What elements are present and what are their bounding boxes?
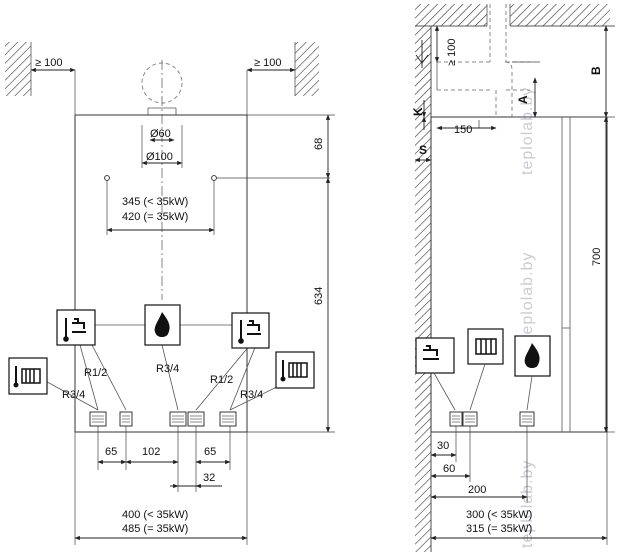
conn-r34-left-label: R3/4: [62, 389, 85, 401]
top-offset-label: 68: [313, 138, 325, 150]
bracket-label-1: 345 (< 35kW): [122, 196, 188, 208]
ceiling-hatch-right: [510, 4, 610, 26]
radiator-glyph-left: [13, 366, 41, 388]
clearance-left-label: ≥ 100: [35, 57, 62, 69]
watermark-1: teplolab.by: [519, 252, 536, 340]
label-k: K: [411, 107, 425, 116]
radiator-glyph-side: [475, 338, 497, 355]
pipe-connectors-front: [89, 411, 237, 427]
spacing-65-left-label: 65: [105, 446, 117, 458]
label-b: B: [589, 66, 603, 75]
front-view: ≥ 100 ≥ 100 Ø60 Ø100 345 (< 35kW) 420 (=…: [5, 42, 335, 545]
spacing-32-label: 32: [203, 472, 215, 484]
conn-r34-right-label: R3/4: [240, 389, 263, 401]
conn-r12-left-label: R1/2: [84, 367, 107, 379]
pipe-connectors-side: [449, 411, 535, 427]
tap-icon-right-glyph: [238, 320, 261, 344]
hot-water-tap-icon-side: [415, 337, 455, 374]
left-wall-hatch: [5, 42, 31, 96]
spacing-65-right-label: 65: [204, 446, 216, 458]
radiator-icon-left: [8, 357, 48, 395]
ceiling-hatch-left: [415, 4, 487, 26]
width-label-2: 485 (= 35kW): [122, 523, 188, 535]
dim-60-label: 60: [443, 463, 455, 475]
flame-glyph-front: [154, 312, 170, 337]
spacing-102-label: 102: [142, 446, 160, 458]
flue-inner-label: Ø60: [150, 128, 171, 140]
bracket-label-2: 420 (= 35kW): [122, 211, 188, 223]
clearance-right-label: ≥ 100: [254, 57, 281, 69]
right-wall-hatch: [295, 42, 319, 96]
bracket-hole-right: [211, 175, 217, 181]
height-main-label: 634: [313, 287, 325, 305]
hot-water-tap-icon-left: [56, 309, 96, 346]
wall-hatch: [415, 26, 431, 552]
height-700-label: 700: [591, 248, 603, 266]
depth-label-1: 300 (< 35kW): [466, 509, 532, 521]
dim-200-label: 200: [468, 484, 486, 496]
clearance-top-label: ≥ 100: [446, 39, 458, 66]
boiler-outline-front: [74, 114, 248, 433]
flue-offset-label: 150: [454, 124, 472, 136]
depth-label-2: 315 (= 35kW): [466, 523, 532, 535]
watermark-2: teplolab.by: [519, 87, 536, 175]
dim-30-label: 30: [437, 440, 449, 452]
conn-r34-center-label: R3/4: [156, 363, 179, 375]
label-s: S: [419, 143, 427, 157]
radiator-glyph-right: [280, 360, 308, 382]
watermark-3: teplolab.by: [519, 460, 536, 548]
tap-glyph-side: [423, 345, 439, 360]
flue-dashed-path: [437, 4, 530, 91]
label-a: A: [516, 95, 530, 104]
conn-r12-right-label: R1/2: [210, 374, 233, 386]
tap-icon-left-glyph: [63, 318, 86, 342]
bracket-hole-left: [104, 175, 110, 181]
width-label-1: 400 (< 35kW): [122, 509, 188, 521]
hot-water-tap-icon-right: [231, 312, 270, 349]
flue-outer-label: Ø100: [146, 151, 173, 163]
side-view: ≥ 100 A B K S 150 700: [411, 4, 615, 552]
flame-glyph-side: [524, 343, 540, 368]
watermarks: teplolab.by teplolab.by teplolab.by: [519, 87, 536, 548]
gas-flame-icon-front: [144, 304, 181, 346]
radiator-icon-right: [275, 351, 315, 389]
